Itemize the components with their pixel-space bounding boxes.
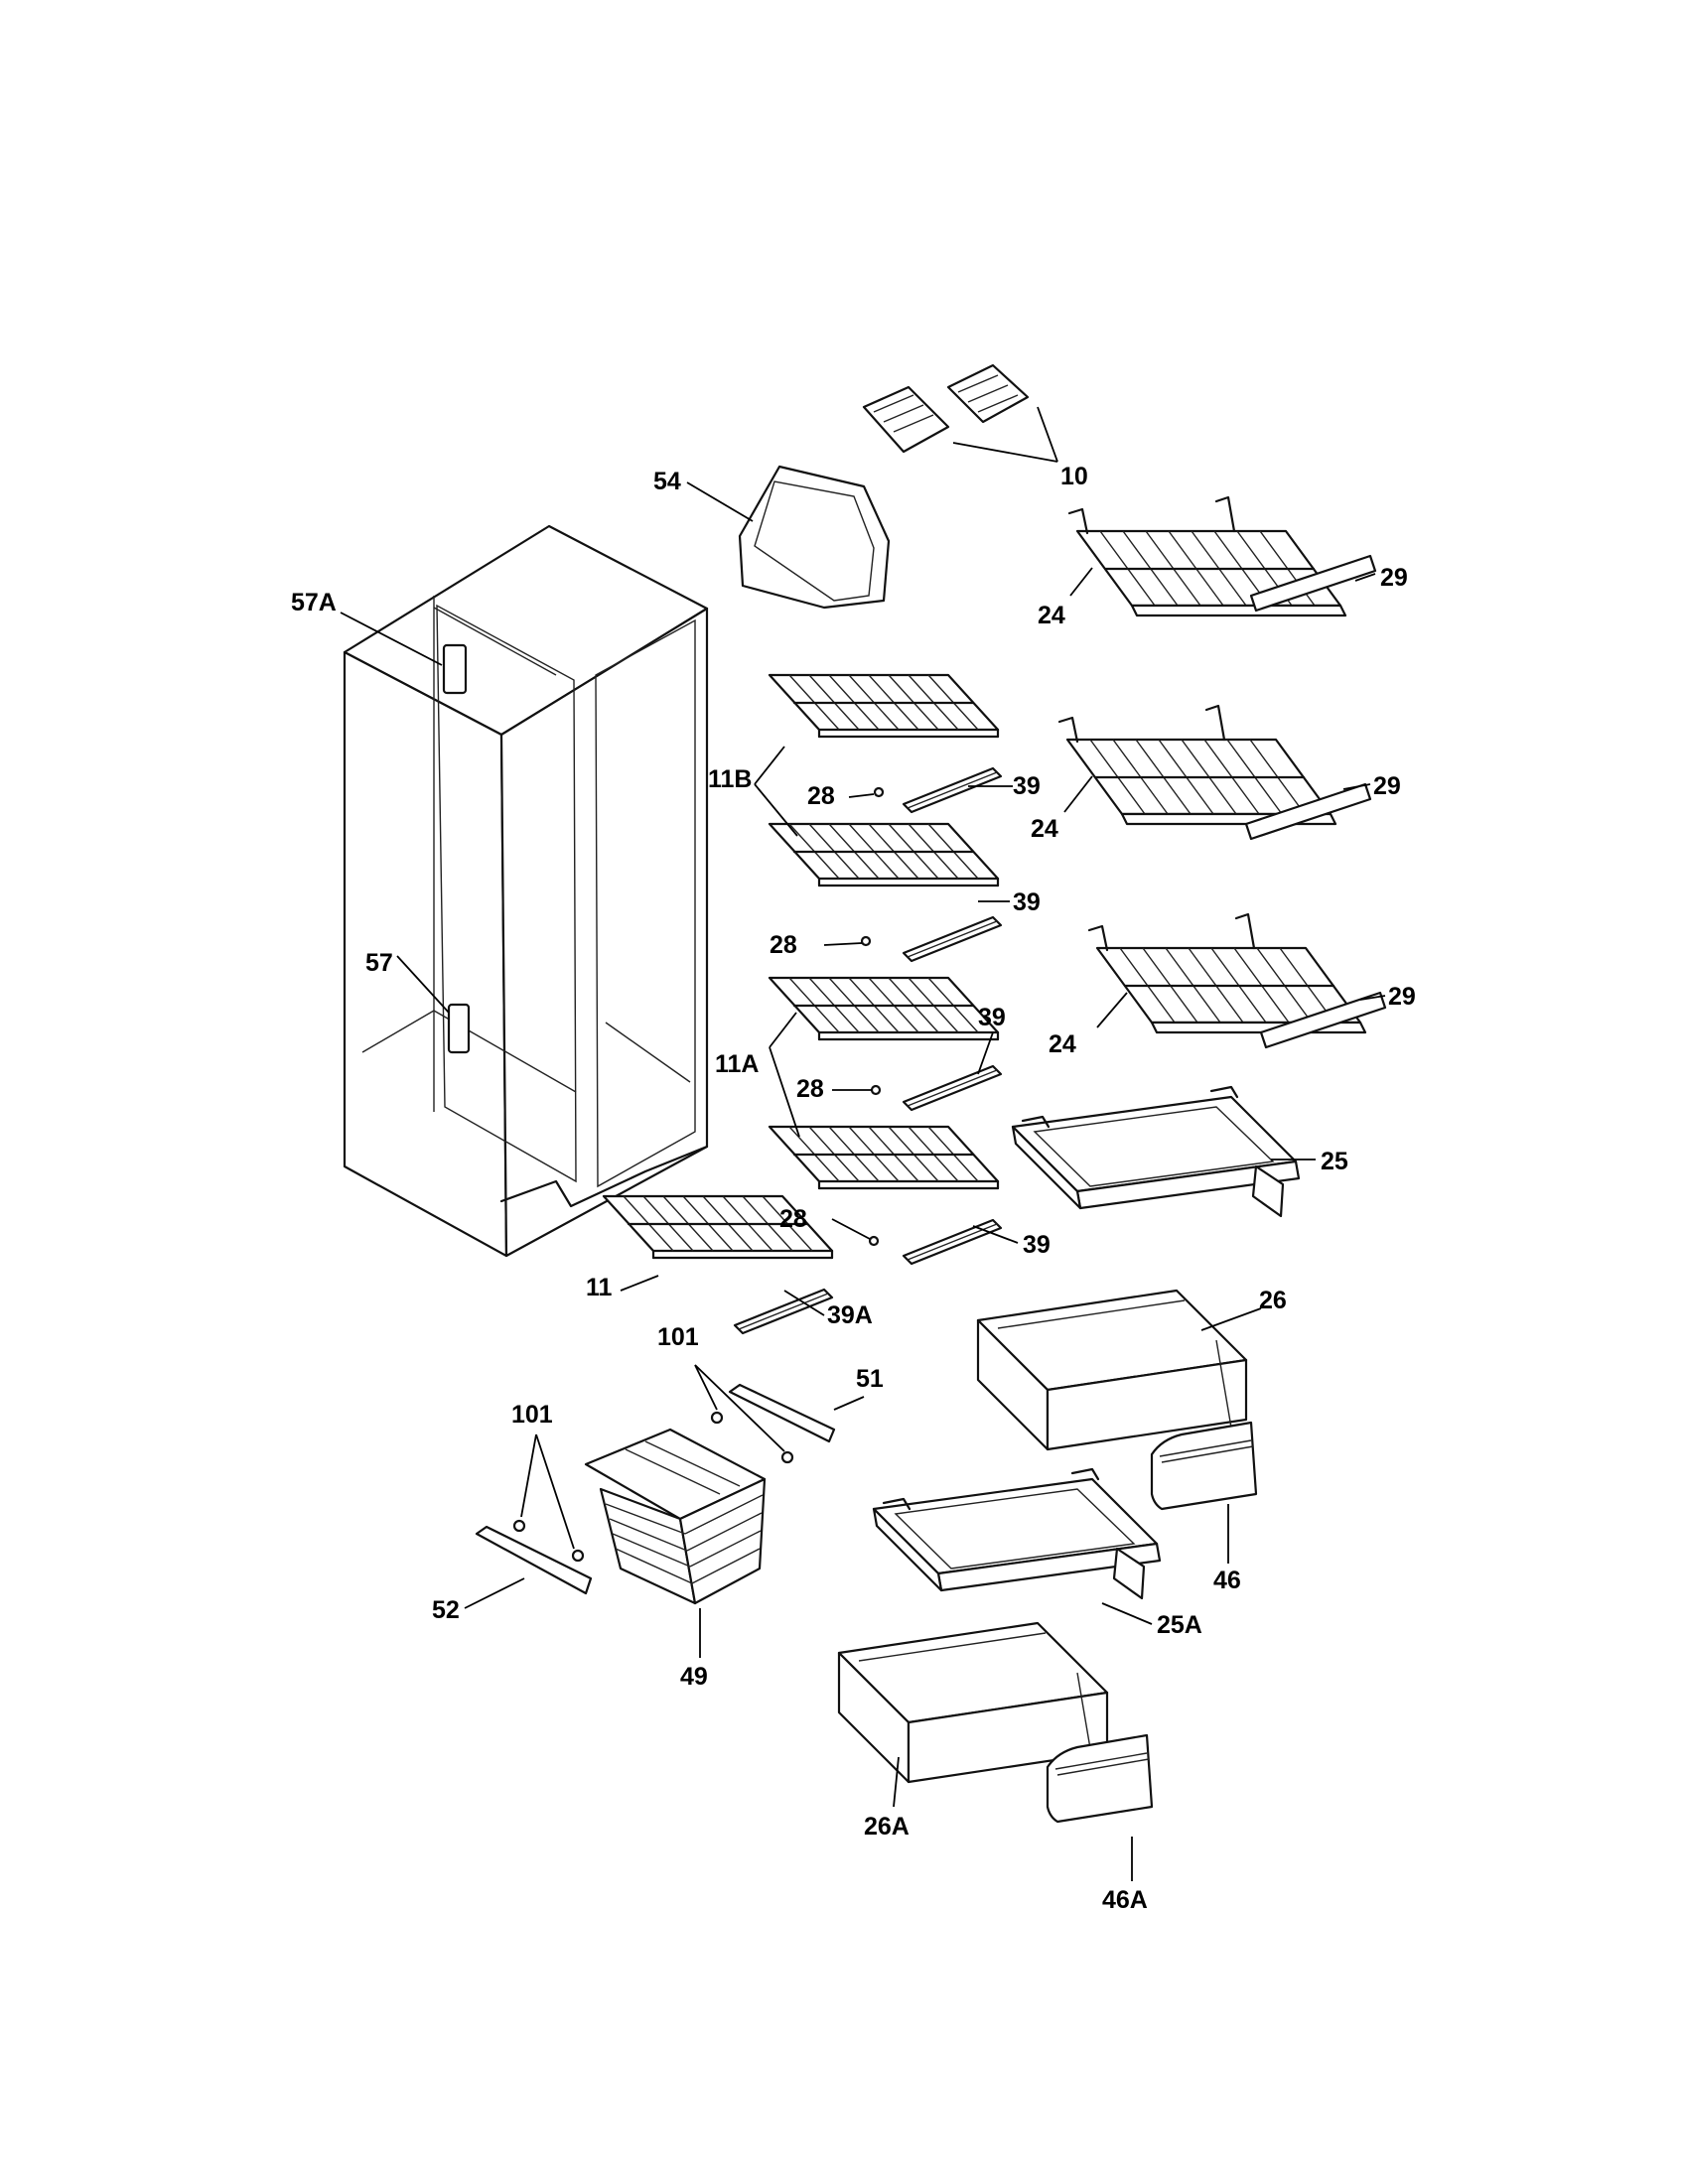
ice-tray <box>862 363 1030 454</box>
wire-shelf <box>768 822 1000 887</box>
label-part-49: 49 <box>680 1663 708 1691</box>
wire-shelf <box>768 1125 1000 1190</box>
screw <box>710 1411 724 1425</box>
label-part-29: 29 <box>1380 564 1408 592</box>
label-part-39: 39 <box>1023 1231 1051 1259</box>
label-part-29: 29 <box>1388 983 1416 1011</box>
label-part-24: 24 <box>1038 602 1065 629</box>
label-part-11: 11 <box>586 1274 613 1301</box>
shelf-trim <box>1249 554 1377 613</box>
label-part-54: 54 <box>653 468 681 495</box>
label-part-28: 28 <box>770 931 797 959</box>
label-part-39: 39 <box>1013 888 1041 916</box>
shelf-rail <box>902 1218 1003 1266</box>
label-part-39a: 39A <box>827 1301 873 1329</box>
label-part-52: 52 <box>432 1596 460 1624</box>
part-labels: 10 54 57A 29 24 11B 28 39 24 29 39 28 57… <box>291 463 1416 1914</box>
leader-lines <box>340 567 1386 1881</box>
label-part-101: 101 <box>511 1401 553 1429</box>
crisper-drawer <box>976 1289 1248 1451</box>
wire-basket <box>584 1428 767 1605</box>
label-part-25a: 25A <box>1157 1611 1202 1639</box>
refrigerator-cabinet <box>343 524 709 1258</box>
label-part-46: 46 <box>1213 1567 1241 1594</box>
crisper-cover <box>1011 1085 1301 1218</box>
screw <box>780 1450 794 1464</box>
label-part-26: 26 <box>1259 1287 1287 1314</box>
label-part-39: 39 <box>978 1004 1006 1031</box>
label-part-11a: 11A <box>715 1050 759 1078</box>
wire-shelf <box>768 673 1000 739</box>
label-part-28: 28 <box>807 782 835 810</box>
basket-bracket <box>475 1525 593 1595</box>
label-part-11b: 11B <box>708 765 752 793</box>
label-part-46a: 46A <box>1102 1886 1148 1914</box>
shelf-rail <box>902 766 1003 814</box>
label-part-101: 101 <box>657 1323 699 1351</box>
shelf-trim <box>1244 782 1372 841</box>
screw <box>571 1549 585 1563</box>
crisper-cover <box>872 1467 1162 1600</box>
label-part-26a: 26A <box>864 1813 910 1841</box>
label-part-28: 28 <box>779 1205 807 1233</box>
basket-rail <box>728 1383 836 1443</box>
screw <box>512 1519 526 1533</box>
glass-shelf <box>1057 704 1337 826</box>
shelf-rail <box>902 915 1003 963</box>
label-part-57: 57 <box>365 949 393 977</box>
label-part-28: 28 <box>796 1075 824 1103</box>
label-part-39: 39 <box>1013 772 1041 800</box>
label-part-57a: 57A <box>291 589 337 616</box>
label-part-24: 24 <box>1049 1030 1076 1058</box>
label-part-24: 24 <box>1031 815 1058 843</box>
shelf-rail <box>902 1064 1003 1112</box>
label-part-25: 25 <box>1321 1148 1348 1175</box>
wire-shelf <box>768 976 1000 1041</box>
glass-shelf <box>1067 495 1347 617</box>
label-part-29: 29 <box>1373 772 1401 800</box>
drawer-front <box>1150 1421 1258 1511</box>
ice-bin <box>738 465 891 610</box>
shelf-trim <box>1259 991 1387 1049</box>
label-part-51: 51 <box>856 1365 884 1393</box>
label-part-10: 10 <box>1060 463 1088 490</box>
